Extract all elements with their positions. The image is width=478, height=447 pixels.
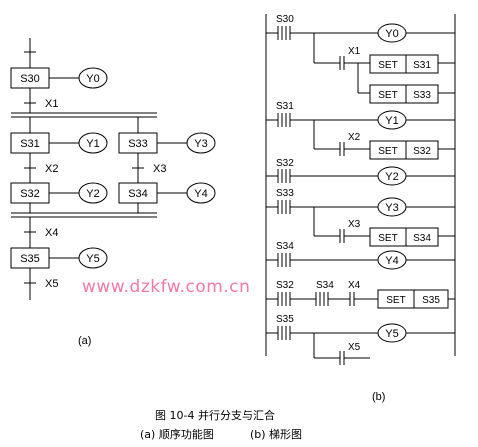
figure-caption-sub-a: (a) 顺序功能图 bbox=[140, 427, 214, 441]
sfc-transition-x3-label: X3 bbox=[153, 163, 166, 175]
ladder-coil-y5-label: Y5 bbox=[385, 328, 398, 340]
ladder-coil-y1-label: Y1 bbox=[385, 115, 398, 127]
ladder-rung-4: S33 Y3 X3 SET S34 bbox=[266, 188, 455, 247]
ladder-set-s33-cmd-label: SET bbox=[378, 90, 397, 101]
ladder-set-s31-operand bbox=[405, 54, 439, 74]
ladder-set-s34-operand bbox=[405, 227, 439, 247]
ladder-rung-2: S31 Y1 X2 SET S32 bbox=[266, 101, 455, 160]
sfc-step-s33-label: S33 bbox=[128, 138, 148, 150]
ladder-set-s35-operand-label: S35 bbox=[422, 295, 440, 306]
sfc-output-y3-label: Y3 bbox=[194, 138, 207, 150]
ladder-set-s32-operand bbox=[405, 140, 439, 160]
ladder-coil-y4-label: Y4 bbox=[385, 255, 398, 267]
ladder-coil-y0-label: Y0 bbox=[385, 28, 398, 40]
sfc-transition-x5-label: X5 bbox=[45, 278, 58, 290]
sfc-step-s31-label: S31 bbox=[20, 138, 40, 150]
ladder-r4-x-label: X3 bbox=[348, 219, 361, 230]
figure-caption-sub-b: (b) 梯形图 bbox=[250, 428, 302, 441]
ladder-r5-contact-label: S34 bbox=[276, 241, 294, 252]
ladder-coil-y2-label: Y2 bbox=[385, 171, 398, 183]
sfc-output-y0 bbox=[78, 67, 108, 89]
sfc-output-y2-label: Y2 bbox=[86, 188, 99, 200]
ladder-r7-x-label: X5 bbox=[348, 342, 361, 353]
sfc-output-y3 bbox=[186, 132, 216, 154]
ladder-r6-c2-label: S34 bbox=[316, 280, 334, 291]
figure-caption-title: 图 10-4 并行分支与汇合 bbox=[155, 408, 275, 422]
ladder-rung-3: S32 Y2 bbox=[266, 158, 455, 186]
sfc-output-y4 bbox=[186, 182, 216, 204]
sfc-output-y5-label: Y5 bbox=[86, 253, 99, 265]
sfc-step-s35-label: S35 bbox=[20, 253, 40, 265]
ladder-r2-contact-label: S31 bbox=[276, 101, 294, 112]
ladder-set-s34-operand-label: S34 bbox=[413, 233, 431, 244]
ladder-set-s34-cmd-label: SET bbox=[378, 233, 397, 244]
ladder-r6-c3-label: X4 bbox=[348, 280, 361, 291]
sfc-diagram: S30 Y0 X1 S31 Y1 X2 S32 Y2 S33 Y3 bbox=[10, 38, 216, 347]
watermark-text: www.dzkfw.com.cn bbox=[82, 277, 250, 297]
sfc-step-s34-label: S34 bbox=[128, 188, 148, 200]
ladder-set-s33-operand bbox=[405, 84, 439, 104]
sfc-step-s30-label: S30 bbox=[20, 73, 40, 85]
ladder-set-s35-cmd-label: SET bbox=[386, 295, 405, 306]
ladder-set-s33-operand-label: S33 bbox=[413, 90, 431, 101]
ladder-r3-contact-label: S32 bbox=[276, 158, 294, 169]
ladder-r1-x1-label: X1 bbox=[348, 46, 361, 57]
ladder-r2-x-label: X2 bbox=[348, 132, 361, 143]
ladder-rung-7: S35 Y5 X5 bbox=[266, 314, 455, 365]
sfc-output-y1 bbox=[78, 132, 108, 154]
sfc-panel-label: (a) bbox=[78, 335, 91, 347]
sfc-output-y5 bbox=[78, 247, 108, 269]
ladder-coil-y3-label: Y3 bbox=[385, 202, 398, 214]
sfc-transition-x2-label: X2 bbox=[45, 163, 58, 175]
ladder-set-s32-operand-label: S32 bbox=[413, 146, 431, 157]
ladder-rung-1: S30 Y0 X1 SET S31 SET S33 bbox=[266, 14, 455, 104]
ladder-set-s32-cmd-label: SET bbox=[378, 146, 397, 157]
sfc-output-y0-label: Y0 bbox=[86, 73, 99, 85]
ladder-set-s31-operand-label: S31 bbox=[413, 60, 431, 71]
sfc-output-y4-label: Y4 bbox=[194, 188, 207, 200]
ladder-diagram: S30 Y0 X1 SET S31 SET S33 bbox=[265, 14, 456, 403]
ladder-rung-6: S32 S34 X4 SET S35 bbox=[266, 280, 455, 309]
sfc-step-s32-label: S32 bbox=[20, 188, 40, 200]
ladder-set-s31-cmd-label: SET bbox=[378, 60, 397, 71]
sfc-transition-x4-label: X4 bbox=[45, 227, 58, 239]
sfc-output-y1-label: Y1 bbox=[86, 138, 99, 150]
sfc-output-y2 bbox=[78, 182, 108, 204]
sfc-transition-x1-label: X1 bbox=[45, 98, 58, 110]
ladder-r4-contact-label: S33 bbox=[276, 188, 294, 199]
ladder-r6-c1-label: S32 bbox=[276, 280, 294, 291]
ladder-rung-5: S34 Y4 bbox=[266, 241, 455, 270]
ladder-r7-contact-label: S35 bbox=[276, 314, 294, 325]
ladder-r1-contact-label: S30 bbox=[276, 14, 294, 25]
ladder-panel-label: (b) bbox=[372, 391, 385, 403]
